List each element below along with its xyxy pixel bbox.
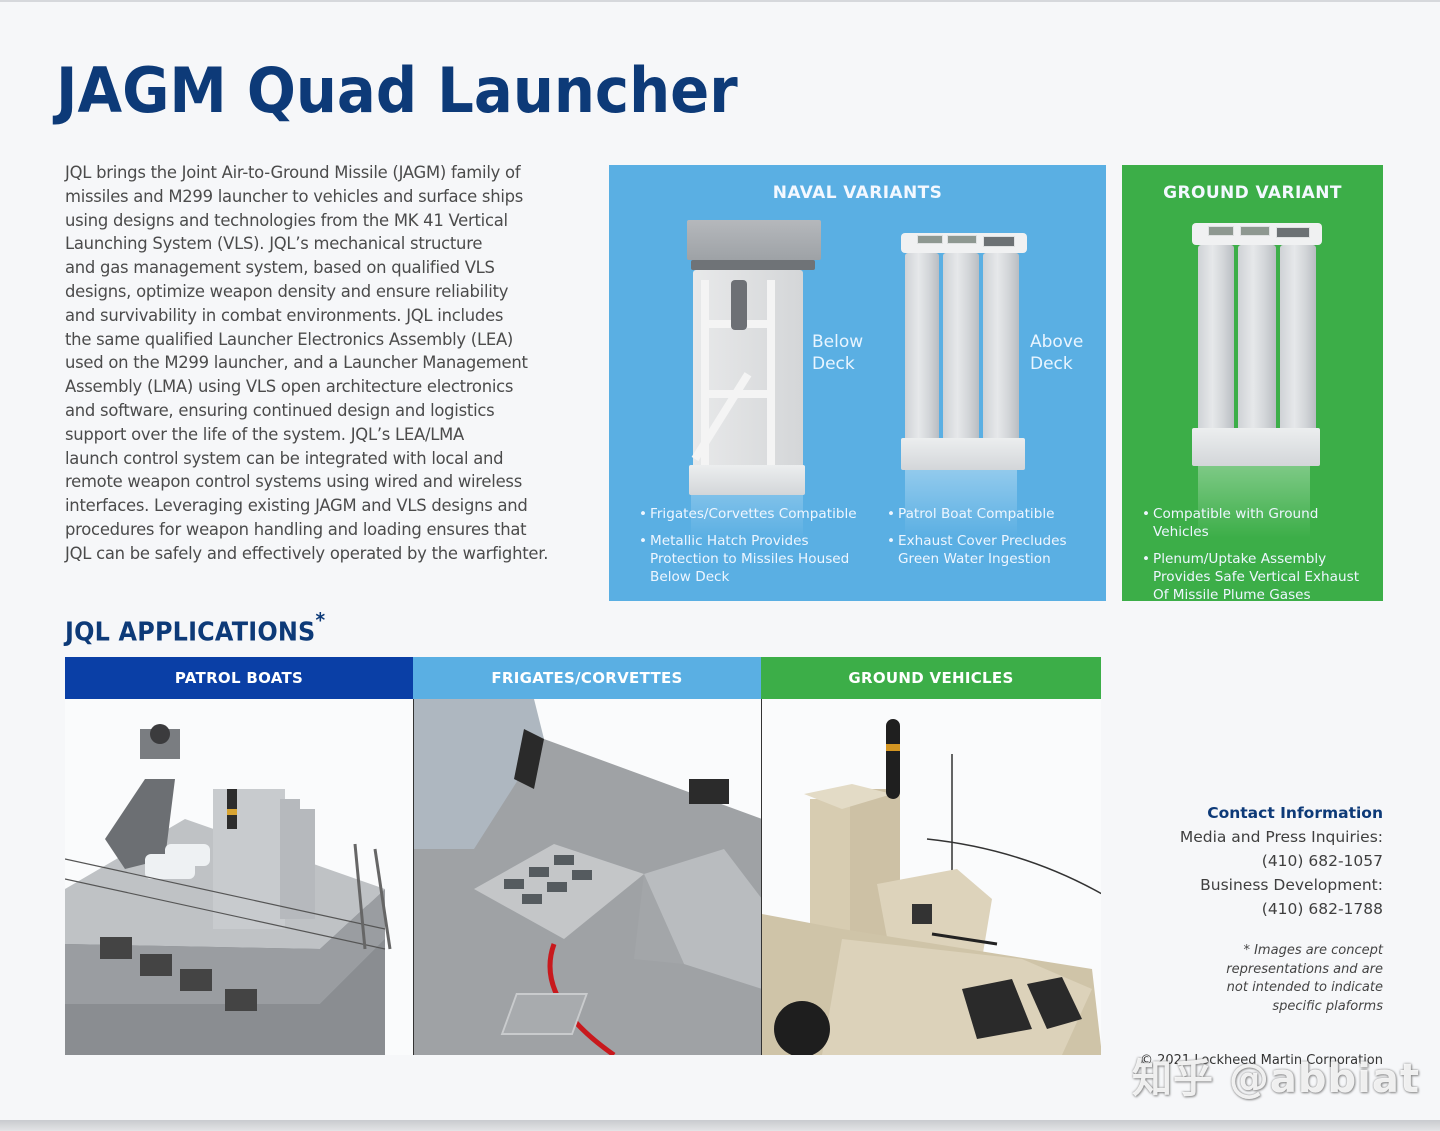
application-header: GROUND VEHICLES [761, 657, 1101, 699]
intro-line: JQL brings the Joint Air-to-Ground Missi… [65, 163, 521, 182]
bullet-item: Plenum/Uptake Assembly Provides Safe Ver… [1142, 550, 1378, 604]
application-ground-vehicles: GROUND VEHICLES [761, 657, 1101, 1055]
media-inquiries-label: Media and Press Inquiries: [1179, 828, 1383, 846]
top-border [0, 0, 1440, 2]
ground-variant-panel: GROUND VARIANT Compatible with Ground Ve… [1122, 165, 1383, 603]
ground-vehicle-image [761, 699, 1101, 1055]
patrol-boat-image [65, 699, 413, 1055]
above-deck-label: Above Deck [1030, 332, 1084, 374]
page-title: JAGM Quad Launcher [56, 54, 738, 127]
below-deck-launcher-image [681, 220, 821, 540]
intro-line: using designs and technologies from the … [65, 210, 508, 230]
bullet-item: Metallic Hatch Provides Protection to Mi… [639, 532, 859, 586]
intro-line: and software, ensuring continued design … [65, 400, 495, 420]
bottom-border [0, 1120, 1440, 1131]
naval-variants-title: NAVAL VARIANTS [772, 183, 943, 203]
contact-information: Contact Information Media and Press Inqu… [1180, 801, 1383, 921]
bullet-item: Frigates/Corvettes Compatible [639, 505, 859, 523]
intro-line: and survivability in combat environments… [65, 305, 504, 325]
watermark: 知乎 @abbiat [1132, 1056, 1421, 1102]
above-deck-launcher-image [899, 233, 1029, 538]
ground-launcher-image [1190, 223, 1324, 538]
application-header: PATROL BOATS [65, 657, 413, 699]
intro-line: support over the life of the system. JQL… [65, 424, 465, 444]
contact-title: Contact Information [1207, 804, 1383, 822]
application-patrol-boats: PATROL BOATS [65, 657, 413, 1055]
intro-paragraph: JQL brings the Joint Air-to-Ground Missi… [65, 161, 550, 566]
intro-line: designs, optimize weapon density and ens… [65, 281, 509, 301]
bullet-item: Compatible with Ground Vehicles [1142, 505, 1378, 541]
intro-line: launch control system can be integrated … [65, 448, 504, 468]
intro-line: remote weapon control systems using wire… [65, 472, 522, 492]
below-deck-bullets: Frigates/Corvettes Compatible Metallic H… [639, 505, 859, 595]
frigate-deck-image [413, 699, 761, 1055]
intro-line: and gas management system, based on qual… [65, 258, 495, 278]
intro-line: Launching System (VLS). JQL’s mechanical… [65, 234, 483, 254]
naval-variants-panel: NAVAL VARIANTS Below Deck Above Deck Fri… [609, 165, 1106, 601]
above-deck-bullets: Patrol Boat Compatible Exhaust Cover Pre… [887, 505, 1077, 577]
application-header: FRIGATES/CORVETTES [413, 657, 761, 699]
intro-line: used on the M299 launcher, and a Launche… [65, 353, 528, 373]
image-disclaimer: * Images are concept representations and… [1226, 943, 1383, 1014]
bullet-item: Exhaust Cover Precludes Green Water Inge… [887, 532, 1077, 568]
application-frigates-corvettes: FRIGATES/CORVETTES [413, 657, 761, 1055]
media-phone[interactable]: (410) 682-1057 [1261, 852, 1383, 870]
ground-variant-title: GROUND VARIANT [1163, 183, 1342, 203]
ground-bullets: Compatible with Ground Vehicles Plenum/U… [1142, 505, 1378, 613]
intro-line: missiles and M299 launcher to vehicles a… [65, 186, 524, 206]
intro-line: the same qualified Launcher Electronics … [65, 329, 514, 349]
applications-title: JQL APPLICATIONS* [65, 608, 326, 648]
intro-line: procedures for weapon handling and loadi… [65, 519, 527, 539]
intro-line: interfaces. Leveraging existing JAGM and… [65, 496, 528, 516]
copyright: © 2021 Lockheed Martin Corporation [1139, 1053, 1383, 1068]
bullet-item: Patrol Boat Compatible [887, 505, 1077, 523]
intro-line: Assembly (LMA) using VLS open architectu… [65, 377, 514, 397]
below-deck-label: Below Deck [812, 332, 864, 374]
business-development-label: Business Development: [1200, 876, 1383, 894]
business-phone[interactable]: (410) 682-1788 [1261, 900, 1383, 918]
intro-line: JQL can be safely and effectively operat… [65, 543, 549, 563]
